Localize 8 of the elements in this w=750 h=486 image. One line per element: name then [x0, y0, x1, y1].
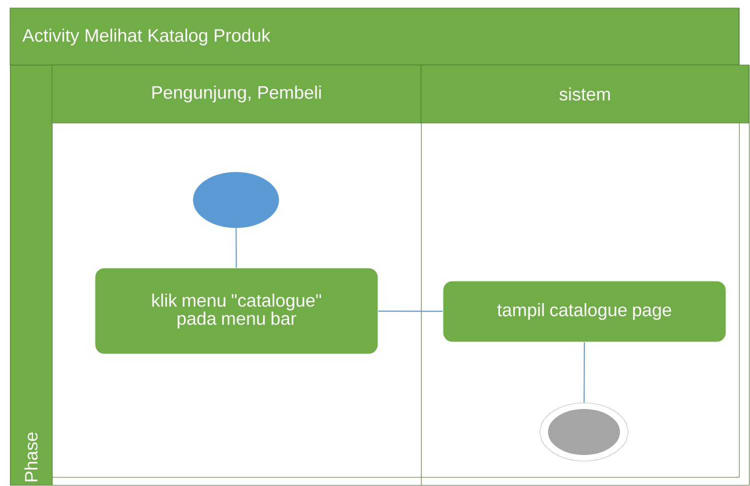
end-circle: [540, 402, 628, 462]
start-circle: [193, 172, 279, 228]
connector-line: [378, 310, 443, 312]
connector-line: [584, 342, 585, 403]
phase-band: Phase: [10, 65, 53, 486]
action-box: klik menu "catalogue" pada menu bar: [94, 268, 378, 354]
action-box: tampil catalogue page: [442, 280, 726, 342]
connector-line: [236, 228, 237, 268]
